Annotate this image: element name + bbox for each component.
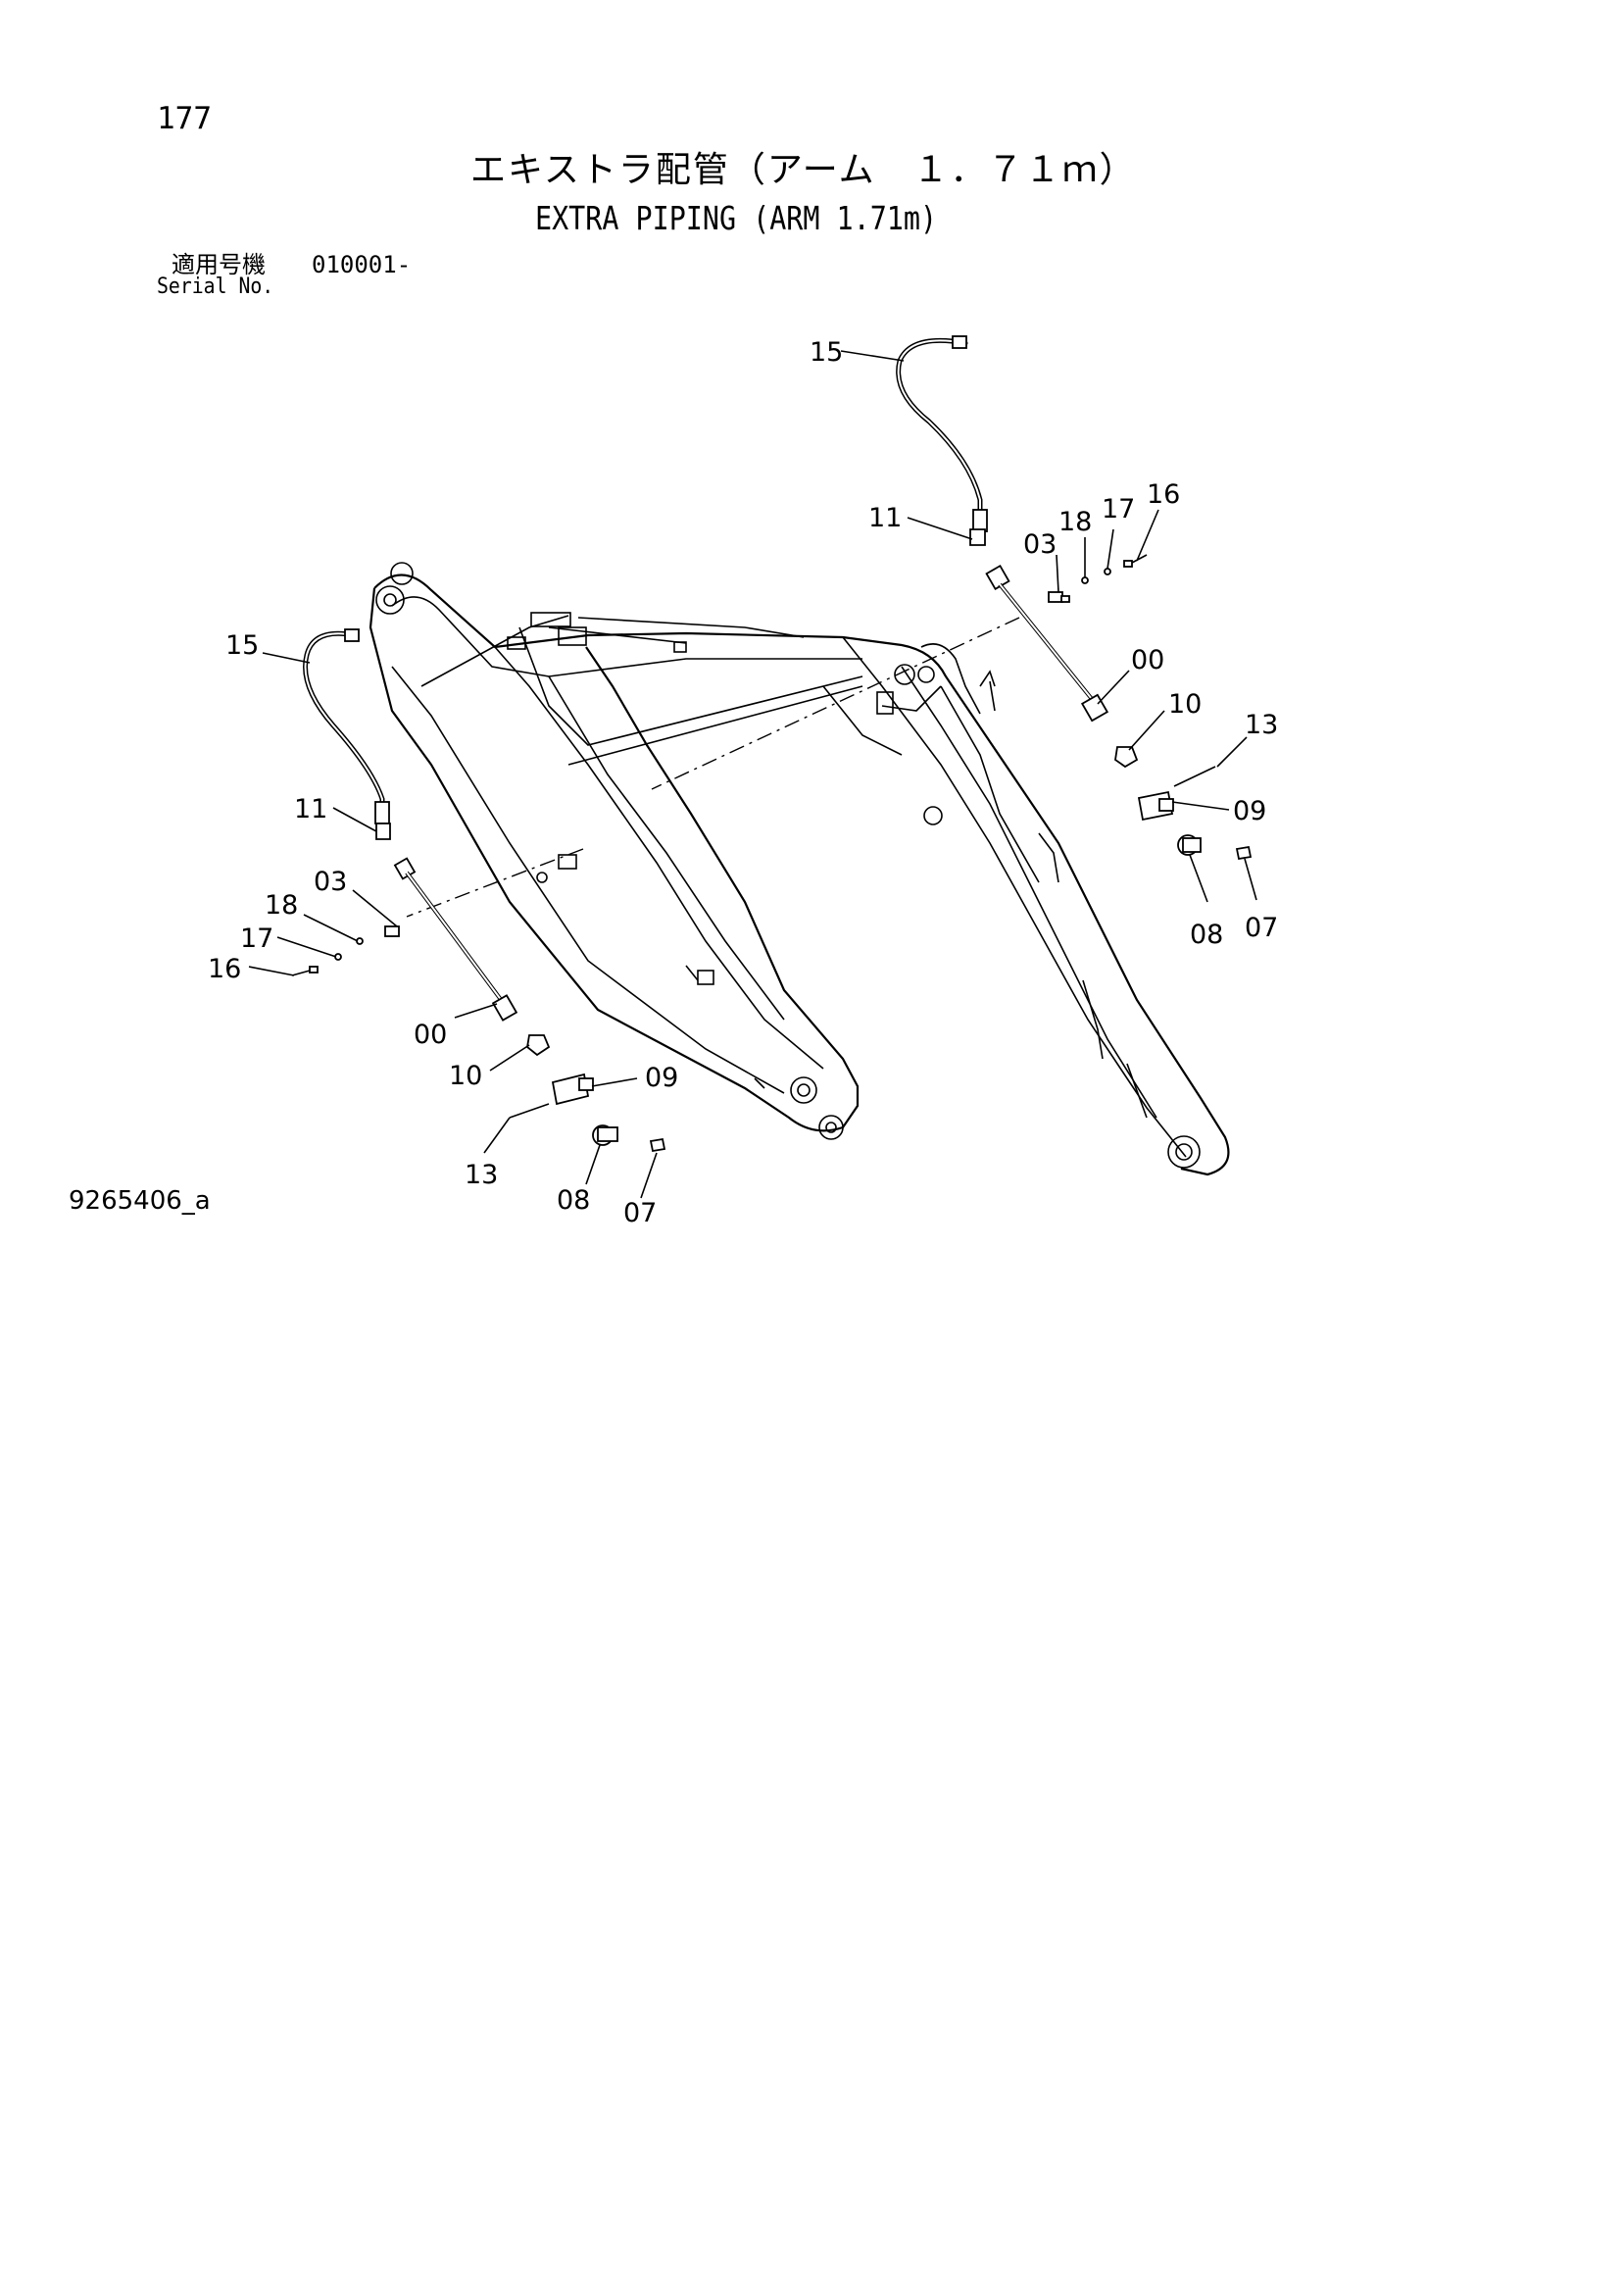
left-piping-assembly [291,628,666,1153]
callout-right-11: 11 [868,503,902,533]
page-number: 177 [157,101,212,136]
page-title-english: EXTRA PIPING (ARM 1.71m) [535,199,938,237]
callout-left-11: 11 [294,794,327,824]
callout-left-00: 00 [414,1020,447,1050]
callout-right-17: 17 [1102,494,1135,524]
center-lines [406,617,1020,918]
callout-right-13: 13 [1245,710,1278,740]
serial-number-value: 010001- [312,251,412,278]
callout-right-09: 09 [1233,796,1266,826]
page-title-japanese: エキストラ配管（アーム １．７１ｍ） [470,150,1137,190]
callouts-left: 15 11 03 18 17 16 00 10 09 13 08 07 [208,630,678,1228]
callout-left-18: 18 [265,890,298,921]
callouts-right: 15 11 03 18 17 16 00 10 13 09 08 07 [810,337,1278,950]
callout-left-15: 15 [225,630,259,661]
callout-left-16: 16 [208,954,241,984]
callout-left-08: 08 [557,1185,590,1216]
callout-right-03: 03 [1023,529,1057,560]
callout-left-07: 07 [623,1198,657,1228]
callout-right-16: 16 [1147,479,1180,510]
serial-label-japanese: 適用号機 [172,251,266,278]
boom-drawing [369,562,1230,1176]
callout-left-10: 10 [449,1061,482,1091]
callout-left-13: 13 [465,1160,498,1190]
leader-lines [248,350,1257,1199]
callout-right-00: 00 [1131,645,1164,675]
serial-label-english: Serial No. [157,275,274,299]
callout-right-15: 15 [810,337,843,368]
callout-right-07: 07 [1245,913,1278,943]
callout-right-08: 08 [1190,920,1223,950]
callout-right-18: 18 [1058,507,1092,537]
drawing-number: 9265406_a [69,1186,211,1216]
callout-left-09: 09 [645,1063,678,1093]
callout-right-10: 10 [1168,689,1202,720]
callout-left-03: 03 [314,867,347,897]
right-piping-assembly [896,335,1253,861]
callout-left-17: 17 [240,923,273,954]
